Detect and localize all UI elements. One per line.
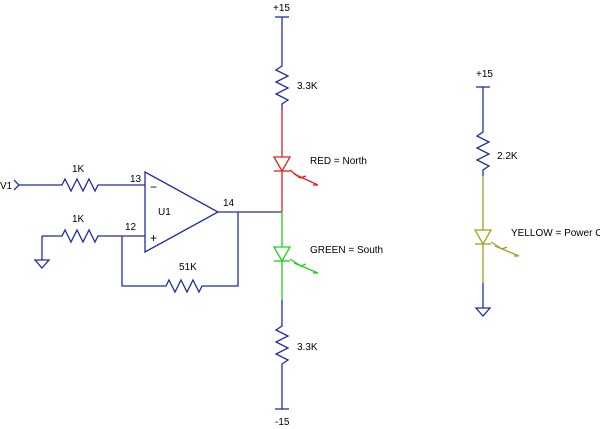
- top-resistor: [274, 60, 290, 110]
- yellow-led-label: YELLOW = Power On: [511, 228, 600, 239]
- input-resistor-label: 1K: [72, 164, 85, 175]
- reference-resistor: [56, 228, 104, 244]
- bottom-resistor-label: 3.3K: [297, 342, 318, 353]
- feedback-resistor: [160, 278, 208, 294]
- pin-14-label: 14: [223, 198, 235, 209]
- supply-bottom-label: -15: [275, 417, 290, 428]
- opamp-triangle: [144, 170, 220, 254]
- power-supply-label: +15: [476, 69, 493, 80]
- input-resistor: [56, 177, 104, 193]
- input-label: V1: [0, 181, 13, 192]
- red-led-label: RED = North: [310, 156, 367, 167]
- input-terminal: [13, 179, 56, 191]
- opamp-label: U1: [158, 207, 171, 218]
- power-resistor: [475, 126, 491, 176]
- supply-top-label: +15: [273, 3, 290, 14]
- reference-resistor-label: 1K: [72, 214, 85, 225]
- red-led-diode: [272, 156, 319, 186]
- power-ground-symbol: [474, 283, 492, 317]
- pin-13-label: 13: [130, 174, 142, 185]
- bottom-resistor: [274, 320, 290, 370]
- feedback-wire: [121, 212, 239, 287]
- pin-12-label: 12: [125, 222, 137, 233]
- noninverting-sign: +: [150, 231, 157, 245]
- power-resistor-label: 2.2K: [497, 151, 518, 162]
- green-led-diode: [272, 246, 319, 274]
- top-resistor-label: 3.3K: [297, 81, 318, 92]
- ground-symbol: [33, 236, 51, 269]
- green-led-label: GREEN = South: [310, 245, 383, 256]
- inverting-sign: −: [150, 180, 157, 194]
- feedback-resistor-label: 51K: [179, 262, 197, 273]
